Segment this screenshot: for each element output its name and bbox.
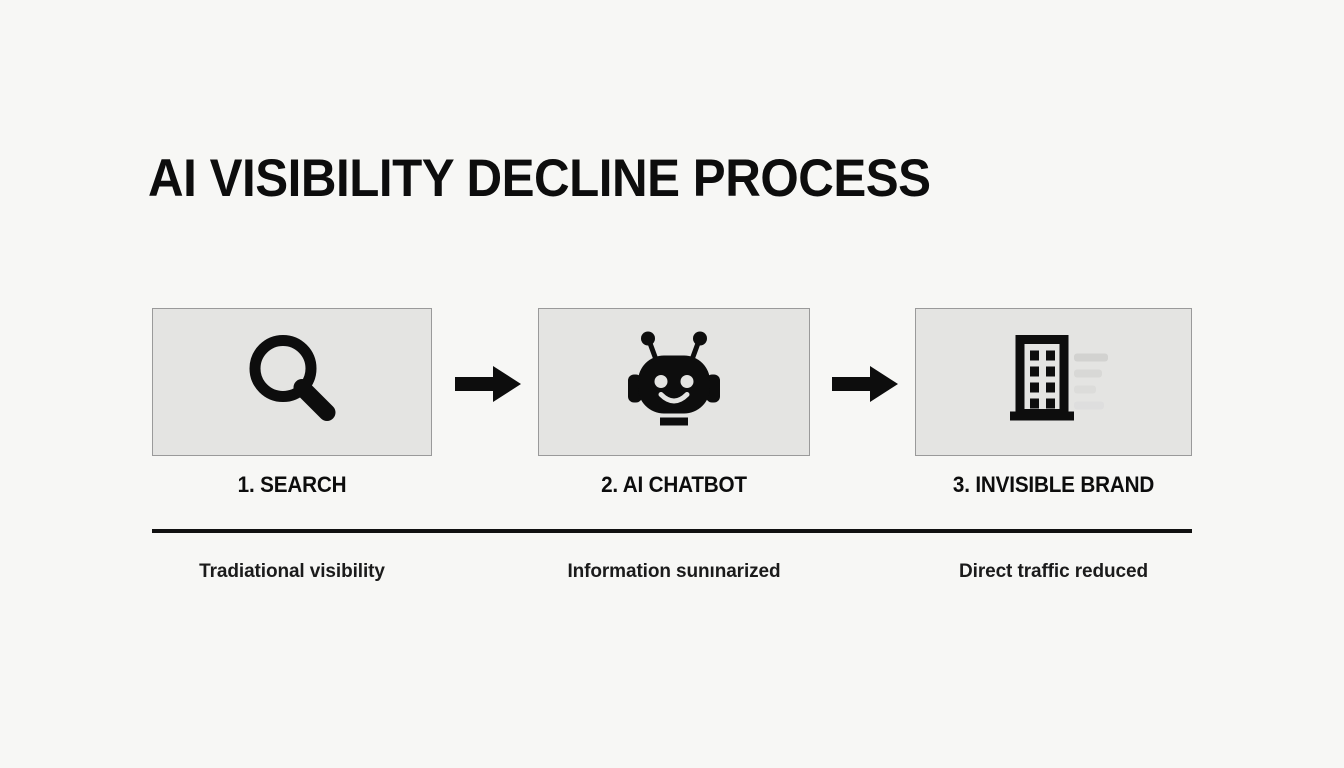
step-label-ai-chatbot: 2. AI CHATBOT	[601, 472, 747, 497]
step-label-search: 1. SEARCH	[237, 472, 347, 497]
arrow-right-icon	[455, 366, 521, 407]
page-title: AI VISIBILITY DECLINE PROCESS	[148, 149, 931, 208]
robot-head-icon	[620, 330, 728, 435]
arrow-right-icon	[832, 366, 898, 407]
fading-building-icon	[994, 332, 1114, 433]
process-flow	[152, 308, 1192, 456]
step-caption-invisible-brand: Direct traffic reduced	[959, 561, 1148, 582]
step-caption-search: Tradiational visibility	[199, 561, 385, 582]
step-caption-ai-chatbot: Information sunınarized	[567, 561, 781, 582]
step-panel-invisible-brand[interactable]	[915, 308, 1192, 456]
magnifying-glass-icon	[240, 328, 344, 437]
divider-rule	[152, 529, 1192, 533]
step-label-invisible-brand: 3. INVISIBLE BRAND	[952, 472, 1155, 497]
step-panel-ai-chatbot[interactable]	[538, 308, 810, 456]
step-panel-search[interactable]	[152, 308, 432, 456]
